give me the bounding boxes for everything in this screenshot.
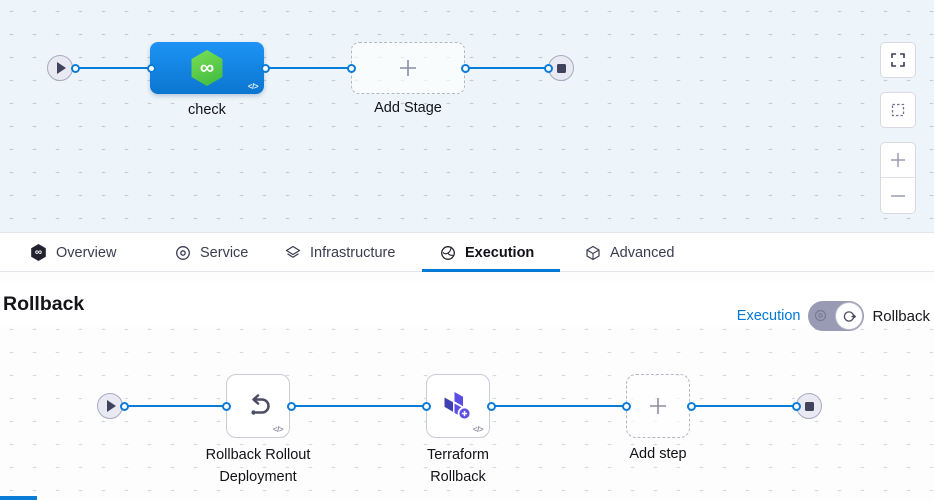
step-rollback-rollout-deployment[interactable]: </> [226, 374, 290, 438]
fullscreen-button[interactable] [880, 42, 916, 78]
rollback-header-band: Rollback [0, 281, 934, 327]
connector-line [291, 405, 426, 407]
add-step-label: Add step [629, 446, 687, 462]
stop-icon [804, 401, 814, 411]
zoom-in-icon [891, 153, 905, 167]
add-stage-button[interactable] [351, 42, 465, 94]
rollback-canvas[interactable]: Rollback Execution Rollback [0, 272, 934, 500]
advanced-icon [586, 245, 600, 260]
stop-icon [556, 63, 566, 73]
execution-rollback-toggle-group: Execution Rollback [737, 300, 930, 332]
code-view-icon[interactable]: </> [472, 425, 484, 434]
stage-name-label: check [188, 102, 226, 118]
connector-port[interactable] [621, 401, 631, 411]
horizontal-scrollbar[interactable] [0, 496, 37, 500]
code-view-icon[interactable]: </> [247, 82, 259, 91]
connector-port[interactable] [260, 63, 270, 73]
connector-line [691, 405, 796, 407]
connector-port[interactable] [543, 63, 553, 73]
rollback-heading: Rollback [3, 293, 85, 315]
step-name-label: Rollback Rollout Deployment [205, 447, 311, 485]
rollback-start-node[interactable] [97, 393, 123, 419]
connector-port[interactable] [119, 401, 129, 411]
step-terraform-rollback[interactable]: </> [426, 374, 490, 438]
tab-advanced[interactable]: Advanced [585, 233, 675, 272]
selection-marquee-icon [891, 103, 905, 117]
active-tab-indicator [422, 269, 560, 272]
connector-line [75, 67, 151, 69]
connector-port[interactable] [460, 63, 470, 73]
execution-toggle-label[interactable]: Execution [736, 308, 801, 324]
connector-port[interactable] [70, 63, 80, 73]
pipeline-start-node[interactable] [47, 55, 73, 81]
connector-port[interactable] [346, 63, 356, 73]
zoom-controls [880, 142, 916, 214]
add-stage-label: Add Stage [374, 100, 442, 116]
tab-execution[interactable]: Execution [440, 233, 534, 272]
terraform-icon [444, 392, 472, 421]
toggle-knob[interactable] [835, 302, 864, 330]
rollback-toggle-label: Rollback [872, 307, 930, 325]
execution-mini-icon [815, 309, 827, 322]
service-icon [176, 245, 190, 260]
play-icon [107, 400, 116, 412]
rollback-arrow-icon [251, 394, 270, 415]
overview-icon: ∞ [31, 244, 46, 261]
play-icon [57, 62, 66, 74]
code-view-icon[interactable]: </> [272, 425, 284, 434]
connector-port[interactable] [221, 401, 231, 411]
connector-line [465, 67, 548, 69]
connector-line [491, 405, 626, 407]
connector-port[interactable] [486, 401, 496, 411]
stage-card-check[interactable]: ∞ </> [150, 42, 264, 94]
step-name-label: Terraform Rollback [426, 447, 490, 485]
connector-port[interactable] [791, 401, 801, 411]
execution-icon [441, 245, 455, 260]
stage-canvas[interactable]: ∞ </> check Add Stage [0, 0, 934, 232]
plus-icon [400, 60, 416, 76]
tab-service[interactable]: Service [175, 233, 248, 272]
infrastructure-icon [285, 245, 301, 258]
connector-port[interactable] [146, 63, 156, 73]
connector-line [124, 405, 226, 407]
harness-stage-icon: ∞ [191, 50, 223, 86]
add-step-button[interactable] [626, 374, 690, 438]
stage-config-tabs: ∞ Overview Service Infrastructure Execut… [0, 232, 934, 272]
rollback-mini-icon [843, 310, 856, 322]
fullscreen-icon [891, 53, 905, 67]
connector-line [265, 67, 351, 69]
connector-port[interactable] [421, 401, 431, 411]
rollback-toggle[interactable] [808, 301, 865, 331]
tab-infrastructure[interactable]: Infrastructure [285, 233, 395, 272]
connector-port[interactable] [686, 401, 696, 411]
zoom-out-icon [891, 194, 905, 197]
plus-icon [650, 398, 666, 414]
fit-to-screen-button[interactable] [880, 92, 916, 128]
connector-port[interactable] [286, 401, 296, 411]
zoom-out-button[interactable] [881, 178, 915, 213]
tab-overview[interactable]: ∞ Overview [30, 233, 116, 272]
zoom-in-button[interactable] [881, 143, 915, 178]
